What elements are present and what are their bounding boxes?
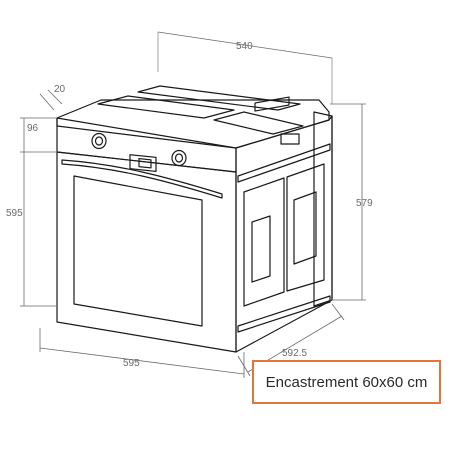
dim-line-579: [330, 103, 366, 301]
side-emboss-left: [251, 215, 271, 283]
oven-top-surface: [56, 99, 330, 149]
top-vent-left: [97, 95, 235, 119]
dim-label-front-height: 595: [6, 208, 23, 219]
left-knob-icon: [91, 132, 107, 150]
oven-door: [56, 151, 237, 353]
side-panel-right: [286, 163, 325, 292]
caption-text: Encastrement 60x60 cm: [265, 373, 428, 391]
dim-label-depth-top: 540: [236, 41, 253, 52]
side-rail-bottom: [237, 295, 331, 333]
caption-box: Encastrement 60x60 cm: [252, 360, 441, 404]
dim-line-96: [20, 117, 56, 153]
dim-line-20: [39, 89, 63, 111]
dim-line-595-horizontal: [39, 328, 245, 378]
right-knob-icon: [171, 149, 187, 167]
dim-line-595-vertical: [20, 152, 56, 307]
dim-line-540: [157, 31, 333, 59]
dim-label-front-width: 595: [123, 358, 140, 369]
dim-label-control-panel-height: 96: [27, 123, 39, 134]
top-vent-right: [213, 111, 304, 135]
dim-label-panel-thickness: 20: [54, 84, 66, 95]
dim-label-back-height: 579: [356, 198, 373, 209]
top-slot: [137, 85, 301, 111]
dim-label-side-depth: 592.5: [282, 348, 307, 359]
door-window: [73, 175, 203, 327]
side-emboss-right: [293, 191, 317, 265]
rear-flange: [313, 111, 333, 307]
side-panel-left: [243, 177, 285, 307]
vent-box: [280, 133, 300, 145]
vent-grille: [254, 96, 290, 112]
display-icon: [129, 154, 157, 172]
door-handle: [61, 159, 223, 199]
side-rail-top: [237, 143, 331, 183]
